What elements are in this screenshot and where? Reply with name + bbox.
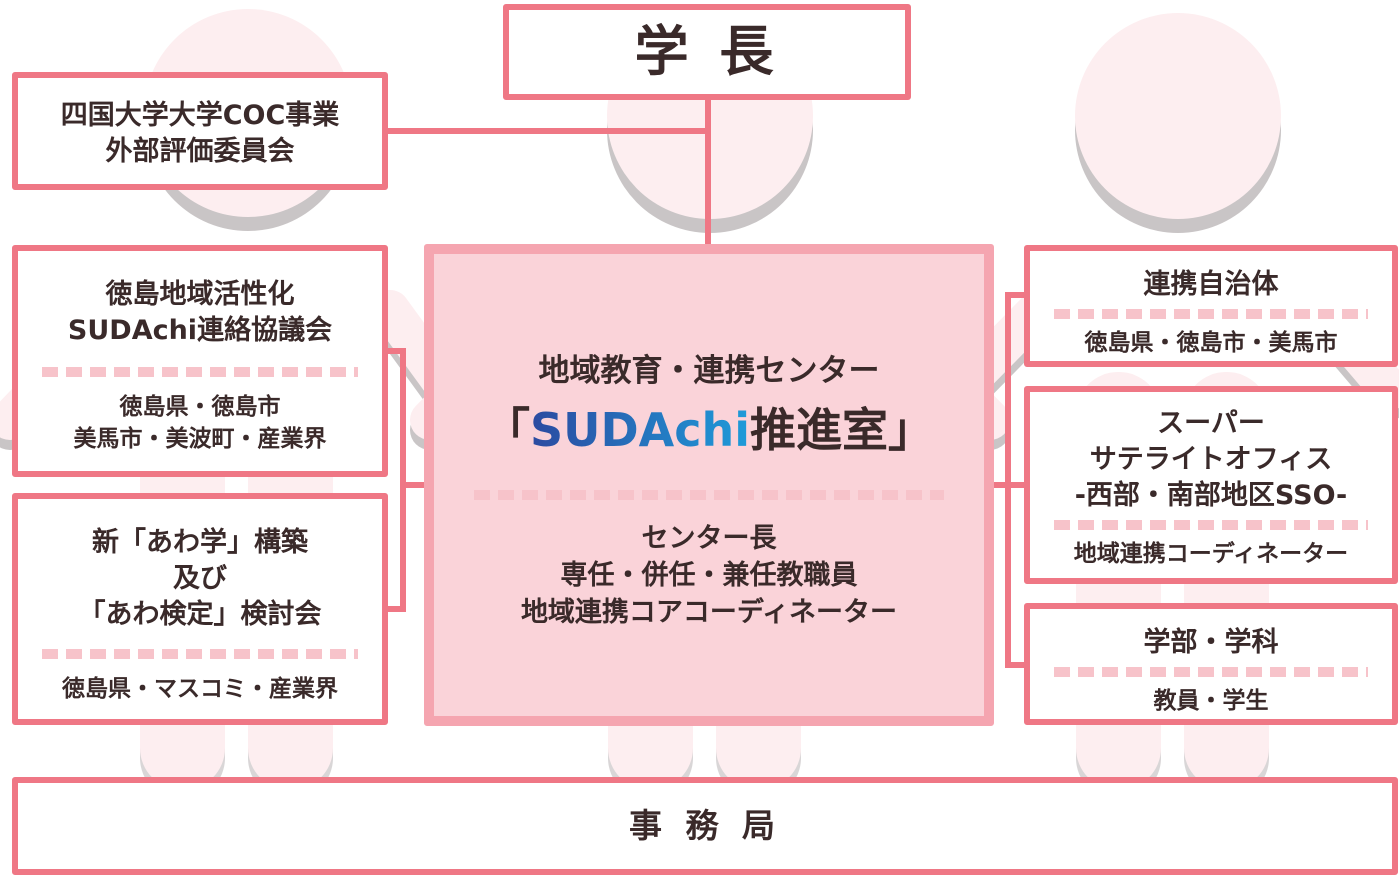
president-label: 学 長 [634, 20, 780, 83]
super-office-line3: -西部・南部地区SSO- [1074, 480, 1348, 511]
awagaku-members: 徳島県・マスコミ・産業界 [62, 676, 338, 702]
connector-left-center [400, 482, 428, 488]
council-members-line2: 美馬市・美波町・産業界 [73, 426, 327, 452]
president-box: 学 長 [503, 4, 911, 100]
center-title: 地域教育・連携センター [538, 353, 880, 389]
council-divider [42, 367, 358, 377]
faculty-divider [1054, 667, 1368, 677]
awagaku-line2: 及び [173, 563, 227, 594]
connector-right-center [988, 482, 1028, 488]
evaluation-committee-line2: 外部評価委員会 [105, 136, 295, 167]
center-box: 地域教育・連携センター 「SUDAchi推進室」 センター長 専任・併任・兼任教… [424, 244, 994, 726]
faculty-members: 教員・学生 [1153, 688, 1269, 714]
center-divider [474, 490, 944, 500]
evaluation-committee-box: 四国大学大学COC事業 外部評価委員会 [12, 72, 388, 190]
secretariat-label: 事 務 局 [629, 806, 781, 845]
evaluation-committee-line1: 四国大学大学COC事業 [60, 100, 340, 131]
municipalities-members: 徳島県・徳島市・美馬市 [1084, 330, 1338, 356]
super-office-line1: スーパー [1157, 408, 1265, 439]
municipalities-box: 連携自治体 徳島県・徳島市・美馬市 [1024, 245, 1398, 367]
center-office-name: 「SUDAchi推進室」 [434, 398, 984, 462]
connector-left-vertical [400, 348, 406, 612]
center-staff-line1: センター長 [641, 523, 777, 554]
center-bracket-open: 「 [483, 403, 530, 457]
super-office-box: スーパー サテライトオフィス -西部・南部地区SSO- 地域連携コーディネーター [1024, 386, 1398, 584]
council-box: 徳島地域活性化 SUDAchi連絡協議会 徳島県・徳島市 美馬市・美波町・産業界 [12, 245, 388, 477]
connector-faculty [1005, 662, 1029, 668]
connector-president-center [705, 96, 711, 246]
connector-evaluation-committee [384, 128, 708, 134]
council-line1: 徳島地域活性化 [105, 279, 295, 310]
faculty-title: 学部・学科 [1143, 627, 1279, 658]
secretariat-box: 事 務 局 [12, 777, 1398, 875]
connector-right-vertical [1005, 292, 1011, 668]
center-staff-line3: 地域連携コアコーディネーター [520, 597, 898, 628]
council-line2: SUDAchi連絡協議会 [67, 315, 333, 346]
center-staff-line2: 専任・併任・兼任教職員 [560, 560, 858, 591]
super-office-members: 地域連携コーディネーター [1073, 541, 1349, 567]
awagaku-line3: 「あわ検定」検討会 [78, 599, 322, 630]
awagaku-box: 新「あわ学」構築 及び 「あわ検定」検討会 徳島県・マスコミ・産業界 [12, 493, 388, 725]
council-members-line1: 徳島県・徳島市 [119, 394, 281, 420]
super-office-divider [1054, 520, 1368, 530]
connector-awagaku [384, 606, 404, 612]
super-office-line2: サテライトオフィス [1089, 444, 1333, 475]
center-office-suffix: 推進室」 [750, 403, 935, 457]
awagaku-divider [42, 649, 358, 659]
faculty-box: 学部・学科 教員・学生 [1024, 603, 1398, 725]
connector-municipalities [1005, 292, 1029, 298]
municipalities-title: 連携自治体 [1143, 269, 1279, 300]
awagaku-line1: 新「あわ学」構築 [92, 527, 308, 558]
connector-council [384, 348, 404, 354]
municipalities-divider [1054, 309, 1368, 319]
sudachi-logotype: SUDAchi [529, 403, 751, 457]
